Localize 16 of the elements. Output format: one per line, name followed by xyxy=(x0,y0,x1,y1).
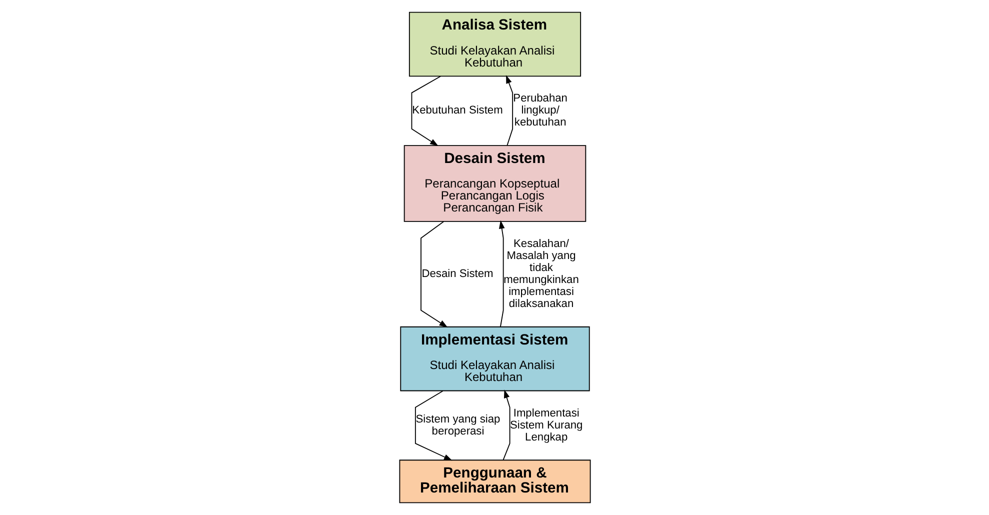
arrow xyxy=(498,220,504,328)
edge-label: Sistem yang siap beroperasi xyxy=(415,413,500,438)
arrow xyxy=(502,390,510,460)
edge-label: Perubahan lingkup/ kebutuhan xyxy=(512,92,567,129)
arrow xyxy=(506,75,513,146)
node-box: Analisa Sistem Studi Kelayakan Analisi Kebutuhan xyxy=(408,12,581,77)
arrow xyxy=(420,221,448,328)
arrow xyxy=(414,390,452,461)
arrow xyxy=(410,76,441,146)
node-box: Penggunaan & Pemeliharaan Sistem xyxy=(398,460,590,504)
edge-label: Kesalahan/ Masalah yang tidak memungkinkan implementasi dilaksanakan xyxy=(503,238,578,310)
node-box: Implementasi Sistem Studi Kelayakan Analisi Kebutuhan xyxy=(400,326,590,392)
node-box: Desain Sistem Perancangan Kopseptual Perancangan Logis Perancangan Fisik xyxy=(403,145,586,222)
edge-label: Desain Sistem xyxy=(421,268,493,280)
edge-label: Kebutuhan Sistem xyxy=(412,104,502,117)
edge-label: Implementasi Sistem Kurang Lengkap xyxy=(509,407,582,444)
